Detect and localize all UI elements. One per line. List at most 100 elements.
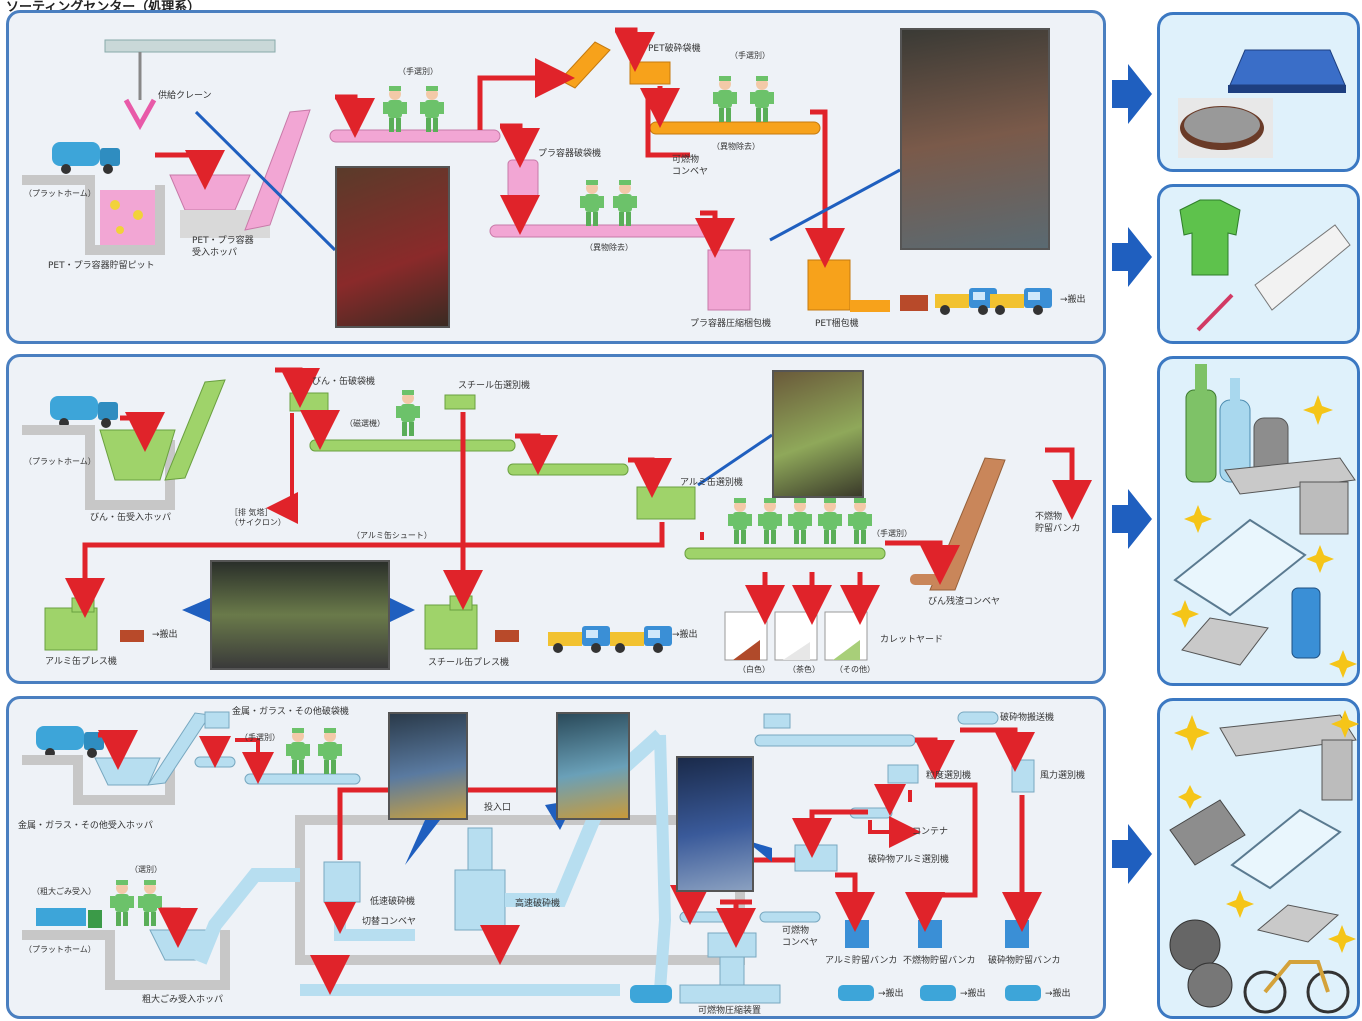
label-intake: 投入口	[484, 803, 512, 813]
label-alu-press: アルミ缶プレス機	[45, 657, 117, 667]
pla-press	[707, 249, 751, 311]
label-foreign-1: （異物除去）	[712, 142, 760, 151]
bin-hopper	[99, 429, 176, 481]
label-ship-2b: →搬出	[672, 630, 698, 640]
photo-fast-crusher	[556, 712, 630, 820]
label-ship-3c: →搬出	[1045, 989, 1071, 999]
label-pet-hopper: PET・プラ容器 受入ホッパ	[192, 236, 254, 258]
label-pet-pit: PET・プラ容器貯留ピット	[48, 261, 155, 271]
label-pla-press: プラ容器圧縮梱包機	[690, 319, 772, 329]
crushed-bunker	[1005, 920, 1029, 948]
label-fast-crusher: 高速破砕機	[515, 899, 561, 909]
label-ship-3b: →搬出	[960, 989, 986, 999]
label-platform-1: （プラットホーム）	[24, 189, 96, 198]
label-combustible-conveyor-1: 可燃物 コンベヤ	[672, 155, 709, 177]
wheel-icon	[1169, 919, 1221, 971]
shirt-icon	[1179, 199, 1241, 276]
label-bulky-note: （粗大ごみ受入）	[32, 887, 96, 896]
crane-claw	[123, 98, 157, 131]
label-bin-crusher: びん・缶破袋機	[312, 377, 376, 387]
arrow-to-plastic-products	[1112, 64, 1152, 124]
label-cullet-clear: （白色）	[738, 665, 770, 674]
label-manual-1: （手選別）	[398, 67, 438, 76]
label-magnetic: （磁選機）	[345, 419, 385, 428]
steel-press	[424, 604, 478, 650]
label-grain-sorter: 粒度選別機	[926, 771, 972, 781]
label-cut-conveyor: 切替コンベヤ	[362, 917, 417, 927]
label-noncomb-bunker: 不燃物貯留バンカ	[903, 956, 976, 966]
alu-sorter	[636, 486, 696, 520]
steel-sorter	[444, 394, 476, 410]
fast-crusher	[454, 869, 506, 931]
aluminum-window-icon	[1230, 808, 1342, 890]
metal-desk-icon	[1219, 714, 1357, 757]
photo-alu-sorter	[772, 370, 864, 498]
egg-carton-icon	[1254, 224, 1351, 311]
label-bin-conveyor: びん残渣コンベヤ	[928, 597, 1001, 607]
label-bulky-hopper: 粗大ごみ受入ホッパ	[142, 995, 224, 1005]
label-manual-2: （手選別）	[730, 51, 770, 60]
label-platform-3: （プラットホーム）	[24, 945, 96, 954]
label-cullet-brown: （茶色）	[788, 665, 820, 674]
arrow-to-pet-products	[1112, 227, 1152, 287]
pla-crusher	[507, 159, 539, 199]
steel-beam-icon	[1169, 799, 1246, 866]
label-combustible-conveyor-3: 可燃物 コンベヤ	[782, 926, 819, 948]
label-residue-bunker: 不燃物 貯留バンカ	[1035, 512, 1081, 534]
bin-crusher	[289, 392, 329, 412]
pallet-icon	[1229, 49, 1346, 86]
label-iron-alu-sorter: 破砕物アルミ選別機	[868, 855, 949, 865]
can-icon	[1291, 587, 1321, 659]
label-ship-3a: →搬出	[878, 989, 904, 999]
window-frame-icon	[1173, 518, 1307, 617]
label-foreign-2: （異物除去）	[585, 243, 633, 252]
label-alu-chute: （アルミ缶シュート）	[352, 531, 432, 540]
label-container: コンテナ	[912, 827, 949, 837]
photo-slow-crusher	[388, 712, 468, 820]
label-manual-line2: （手選別）	[872, 529, 912, 538]
label-cullet-other: （その他）	[835, 665, 875, 674]
label-combustible-compactor: 可燃物圧縮装置	[698, 1006, 762, 1016]
label-pet-press: PET梱包機	[815, 319, 859, 329]
label-cullet: カレットヤード	[880, 635, 944, 645]
slow-crusher	[323, 861, 361, 903]
label-crushed-sorter: 破砕物搬送機	[1000, 713, 1055, 723]
label-steel-sorter: スチール缶選別機	[458, 381, 531, 391]
panel-bottle-can-line	[6, 354, 1106, 684]
alu-press	[44, 607, 98, 651]
tray-icon	[1181, 617, 1269, 666]
alu-bunker	[845, 920, 869, 948]
label-alu-bunker: アルミ貯留バンカ	[825, 956, 898, 966]
pen-icon	[1196, 293, 1234, 332]
label-bin-hopper: びん・缶受入ホッパ	[90, 513, 172, 523]
label-crane: 供給クレーン	[158, 91, 212, 101]
label-metal-crusher: 金属・ガラス・その他破袋機	[232, 707, 349, 717]
photo-pet-plant	[900, 28, 1050, 250]
label-ship-2a: →搬出	[152, 630, 178, 640]
photo-press-room	[210, 560, 390, 670]
label-cyclone: ［排 気塔］ （サイクロン）	[230, 508, 286, 528]
grain-sorter	[887, 764, 919, 784]
green-bottle-icon	[1185, 389, 1217, 483]
pet-pit	[100, 190, 155, 245]
wind-sorter	[1011, 759, 1035, 793]
label-wind-sorter: 風力選別機	[1040, 771, 1086, 781]
bicycle-icon	[1243, 970, 1287, 1014]
iron-alu-sorter	[794, 844, 838, 872]
label-manual-line3b: （選別）	[130, 865, 162, 874]
crane-rail	[104, 39, 276, 53]
label-steel-press: スチール缶プレス機	[428, 658, 510, 668]
combustible-compactor	[679, 984, 781, 1004]
label-manual-line3: （手選別）	[240, 733, 280, 742]
label-pla-crusher: プラ容器破袋機	[538, 149, 602, 159]
label-alu-sorter: アルミ缶選別機	[680, 478, 743, 488]
label-ship-1: →搬出	[1060, 295, 1086, 305]
pet-crusher	[629, 61, 671, 85]
arrow-to-metal-products	[1112, 824, 1152, 884]
noncomb-bunker	[918, 920, 942, 948]
desk-icon	[1224, 457, 1356, 495]
metal-tray-icon	[1256, 904, 1340, 943]
arrow-to-bottle-products	[1112, 489, 1152, 549]
label-pet-crusher: PET破砕袋機	[648, 44, 701, 54]
label-metal-hopper: 金属・ガラス・その他受入ホッパ	[18, 821, 153, 831]
